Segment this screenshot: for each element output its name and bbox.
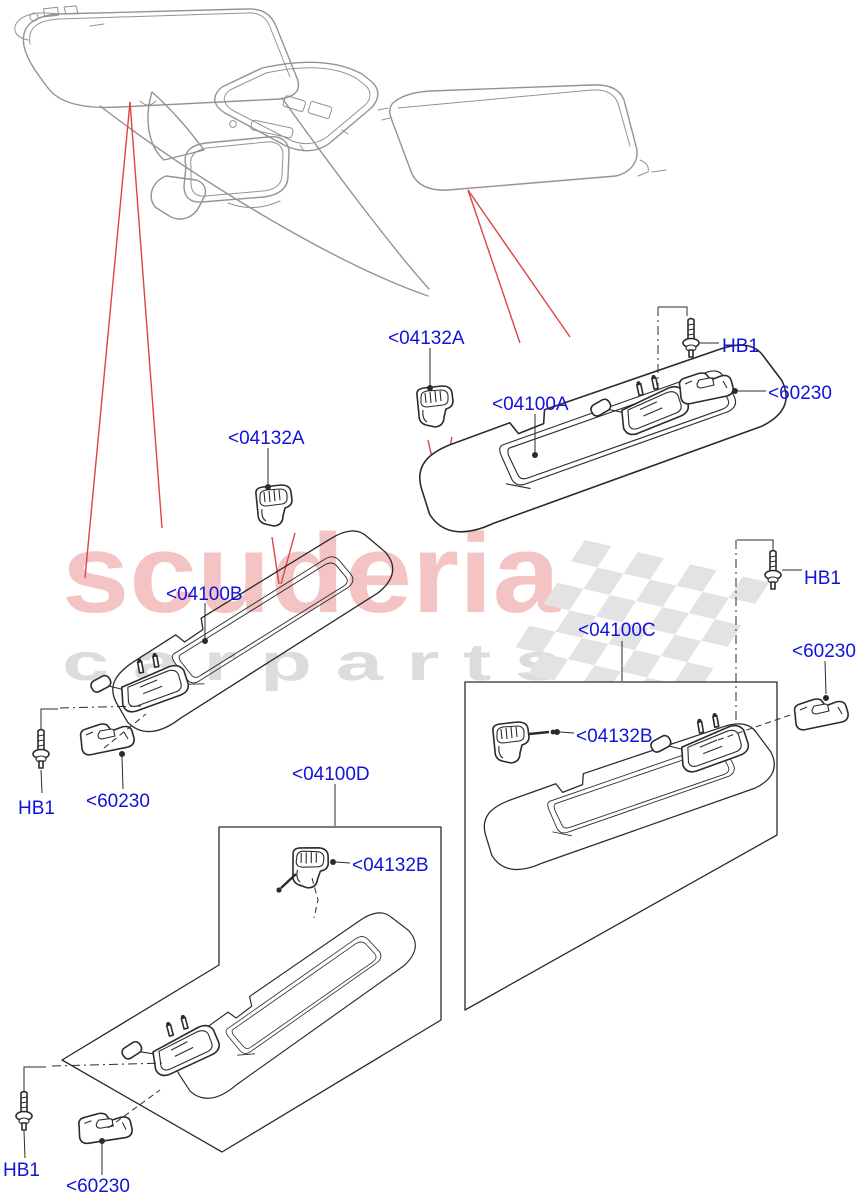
label-screw-d[interactable]: HB1 (3, 1160, 40, 1181)
camera-pod (150, 175, 207, 220)
part-labels: <04132A <04132A <04100A <04100B <04100C … (3, 328, 856, 1197)
label-screw-a[interactable]: HB1 (722, 336, 759, 357)
label-bracket-b[interactable]: <60230 (86, 791, 150, 812)
bracket-d[interactable] (77, 1111, 134, 1147)
screw-b[interactable] (32, 728, 50, 769)
visor-b-group (32, 448, 408, 794)
visor-d-group (15, 784, 430, 1175)
visor-a-group (407, 306, 799, 543)
label-screw-c[interactable]: HB1 (804, 568, 841, 589)
visor-a[interactable] (407, 333, 799, 543)
overhead-console (214, 61, 379, 152)
label-clip-b-d[interactable]: <04132B (352, 855, 429, 876)
label-screw-b[interactable]: HB1 (18, 798, 55, 819)
visor-c-group (474, 539, 849, 878)
screw-d[interactable] (15, 1090, 33, 1131)
rearview-mirror (183, 135, 290, 203)
bracket-c[interactable] (793, 698, 849, 731)
label-bracket-c[interactable]: <60230 (792, 641, 856, 662)
label-clip-a-right[interactable]: <04132A (388, 328, 465, 349)
label-bracket-d[interactable]: <60230 (66, 1176, 130, 1197)
label-visor-d[interactable]: <04100D (292, 764, 370, 785)
stowed-visor-right (389, 84, 638, 191)
clip-a-right[interactable] (416, 385, 454, 428)
headliner-assembly (14, 5, 667, 297)
watermark: scuderia c a r p a r t s (62, 511, 562, 692)
screw-a[interactable] (682, 317, 700, 358)
label-bracket-a[interactable]: <60230 (768, 383, 832, 404)
bracket-b[interactable] (79, 723, 135, 756)
label-visor-b[interactable]: <04100B (166, 584, 243, 605)
label-clip-b-c[interactable]: <04132B (576, 726, 653, 747)
label-visor-a[interactable]: <04100A (492, 394, 569, 415)
label-clip-a-left[interactable]: <04132A (228, 428, 305, 449)
stowed-visor-left (22, 8, 300, 109)
label-visor-c[interactable]: <04100C (578, 620, 656, 641)
